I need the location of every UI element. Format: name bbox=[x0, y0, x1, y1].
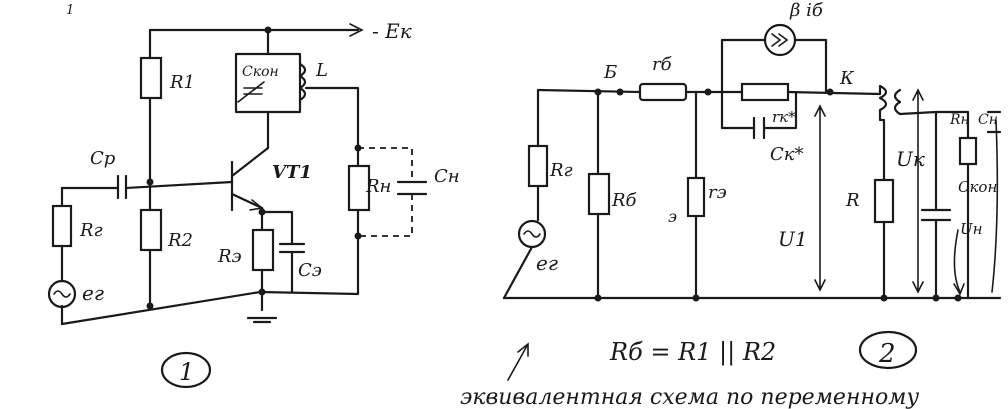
capacitor-ce bbox=[278, 242, 306, 254]
circuit-1: - Eк R1 Cр R2 Rг eг VT1 bbox=[47, 19, 460, 389]
capacitor-cp bbox=[116, 174, 128, 200]
capacitor-cn bbox=[396, 180, 428, 196]
rg-label: Rг bbox=[79, 220, 103, 241]
supply-rail bbox=[148, 28, 360, 54]
sine-icon bbox=[53, 290, 71, 298]
ground-rail bbox=[60, 234, 360, 326]
u1-arrow bbox=[814, 104, 826, 292]
cn2-label: Cн bbox=[978, 112, 998, 128]
resistor-rn-2 bbox=[958, 136, 978, 166]
supply-arrow bbox=[349, 23, 364, 37]
transformer-primary bbox=[878, 84, 888, 300]
cp-label: Cр bbox=[90, 148, 116, 169]
transistor-vt1 bbox=[230, 146, 270, 210]
u1-label: U1 bbox=[778, 227, 808, 251]
resistor-rb-series bbox=[638, 82, 688, 102]
capacitor-ck-star bbox=[752, 116, 766, 140]
resistor-rk-star bbox=[740, 82, 790, 102]
node-e-label: э bbox=[668, 207, 677, 226]
source2-label: eг bbox=[536, 251, 558, 275]
ckon2-label: Cкон bbox=[958, 178, 997, 196]
node-b-label: Б bbox=[603, 62, 617, 83]
ce-label: Cэ bbox=[298, 260, 322, 281]
ground-icon bbox=[246, 316, 278, 324]
rb-series-label: rб bbox=[652, 54, 673, 75]
sine-icon-2 bbox=[523, 230, 541, 238]
uk-arrow bbox=[912, 88, 924, 294]
lc-tank bbox=[234, 52, 302, 114]
circuit-2-number: 2 bbox=[878, 339, 896, 369]
capacitor-cn-2 bbox=[986, 110, 1002, 134]
double-arrow-icon bbox=[771, 33, 789, 47]
uk-label: Uк bbox=[896, 147, 925, 171]
supply-label: - Eк bbox=[372, 19, 412, 43]
formula: Rб = R1 || R2 bbox=[609, 338, 776, 367]
resistor-rb bbox=[587, 172, 611, 216]
rn-label: Rн bbox=[365, 176, 391, 197]
un-label: Uн bbox=[960, 220, 983, 238]
resistor-r bbox=[873, 178, 895, 224]
circuit-1-number: 1 bbox=[179, 358, 194, 386]
caption: эквивалентная схема по переменному bbox=[460, 385, 919, 409]
rn2-label: Rн bbox=[949, 112, 970, 128]
caption-arrow bbox=[507, 342, 529, 381]
rb-label: Rб bbox=[611, 190, 638, 211]
rg2-label: Rг bbox=[549, 160, 573, 181]
re-label: Rэ bbox=[217, 246, 242, 267]
resistor-r2 bbox=[139, 208, 163, 252]
r2-label: R2 bbox=[167, 230, 193, 251]
circuit-1-number-circle bbox=[160, 351, 212, 389]
resistor-r1 bbox=[139, 56, 163, 100]
vt1-label: VT1 bbox=[272, 162, 312, 183]
circuit-2: Б rб rк* Cк* β iб К Rг eг Rб bbox=[502, 0, 1002, 370]
resistor-re bbox=[251, 228, 275, 272]
re-small-label: rэ bbox=[708, 182, 727, 203]
transformer-secondary bbox=[893, 88, 902, 116]
ck-star-label: Cк* bbox=[770, 144, 804, 165]
gen-label: β iб bbox=[789, 0, 824, 21]
page-number: 1 bbox=[66, 3, 74, 18]
source-label: eг bbox=[82, 281, 104, 305]
capacitor-ckon-2 bbox=[920, 208, 952, 222]
variable-capacitor bbox=[237, 81, 265, 103]
inductor-label: L bbox=[315, 60, 328, 81]
cn-label: Cн bbox=[434, 166, 460, 187]
resistor-re-small bbox=[686, 176, 706, 218]
rk-star-label: rк* bbox=[772, 108, 796, 126]
un-arrow bbox=[953, 229, 965, 296]
current-source bbox=[763, 23, 797, 57]
resistor-rg bbox=[51, 204, 73, 248]
ckon-label: Cкон bbox=[242, 64, 279, 80]
circuit-2-number-circle bbox=[858, 330, 918, 370]
r1-label: R1 bbox=[169, 72, 195, 93]
resistor-rg-2 bbox=[527, 144, 549, 188]
node-k-label: К bbox=[839, 68, 855, 89]
inductor-l bbox=[298, 62, 307, 102]
signal-source bbox=[47, 279, 77, 309]
r-label: R bbox=[845, 190, 860, 211]
